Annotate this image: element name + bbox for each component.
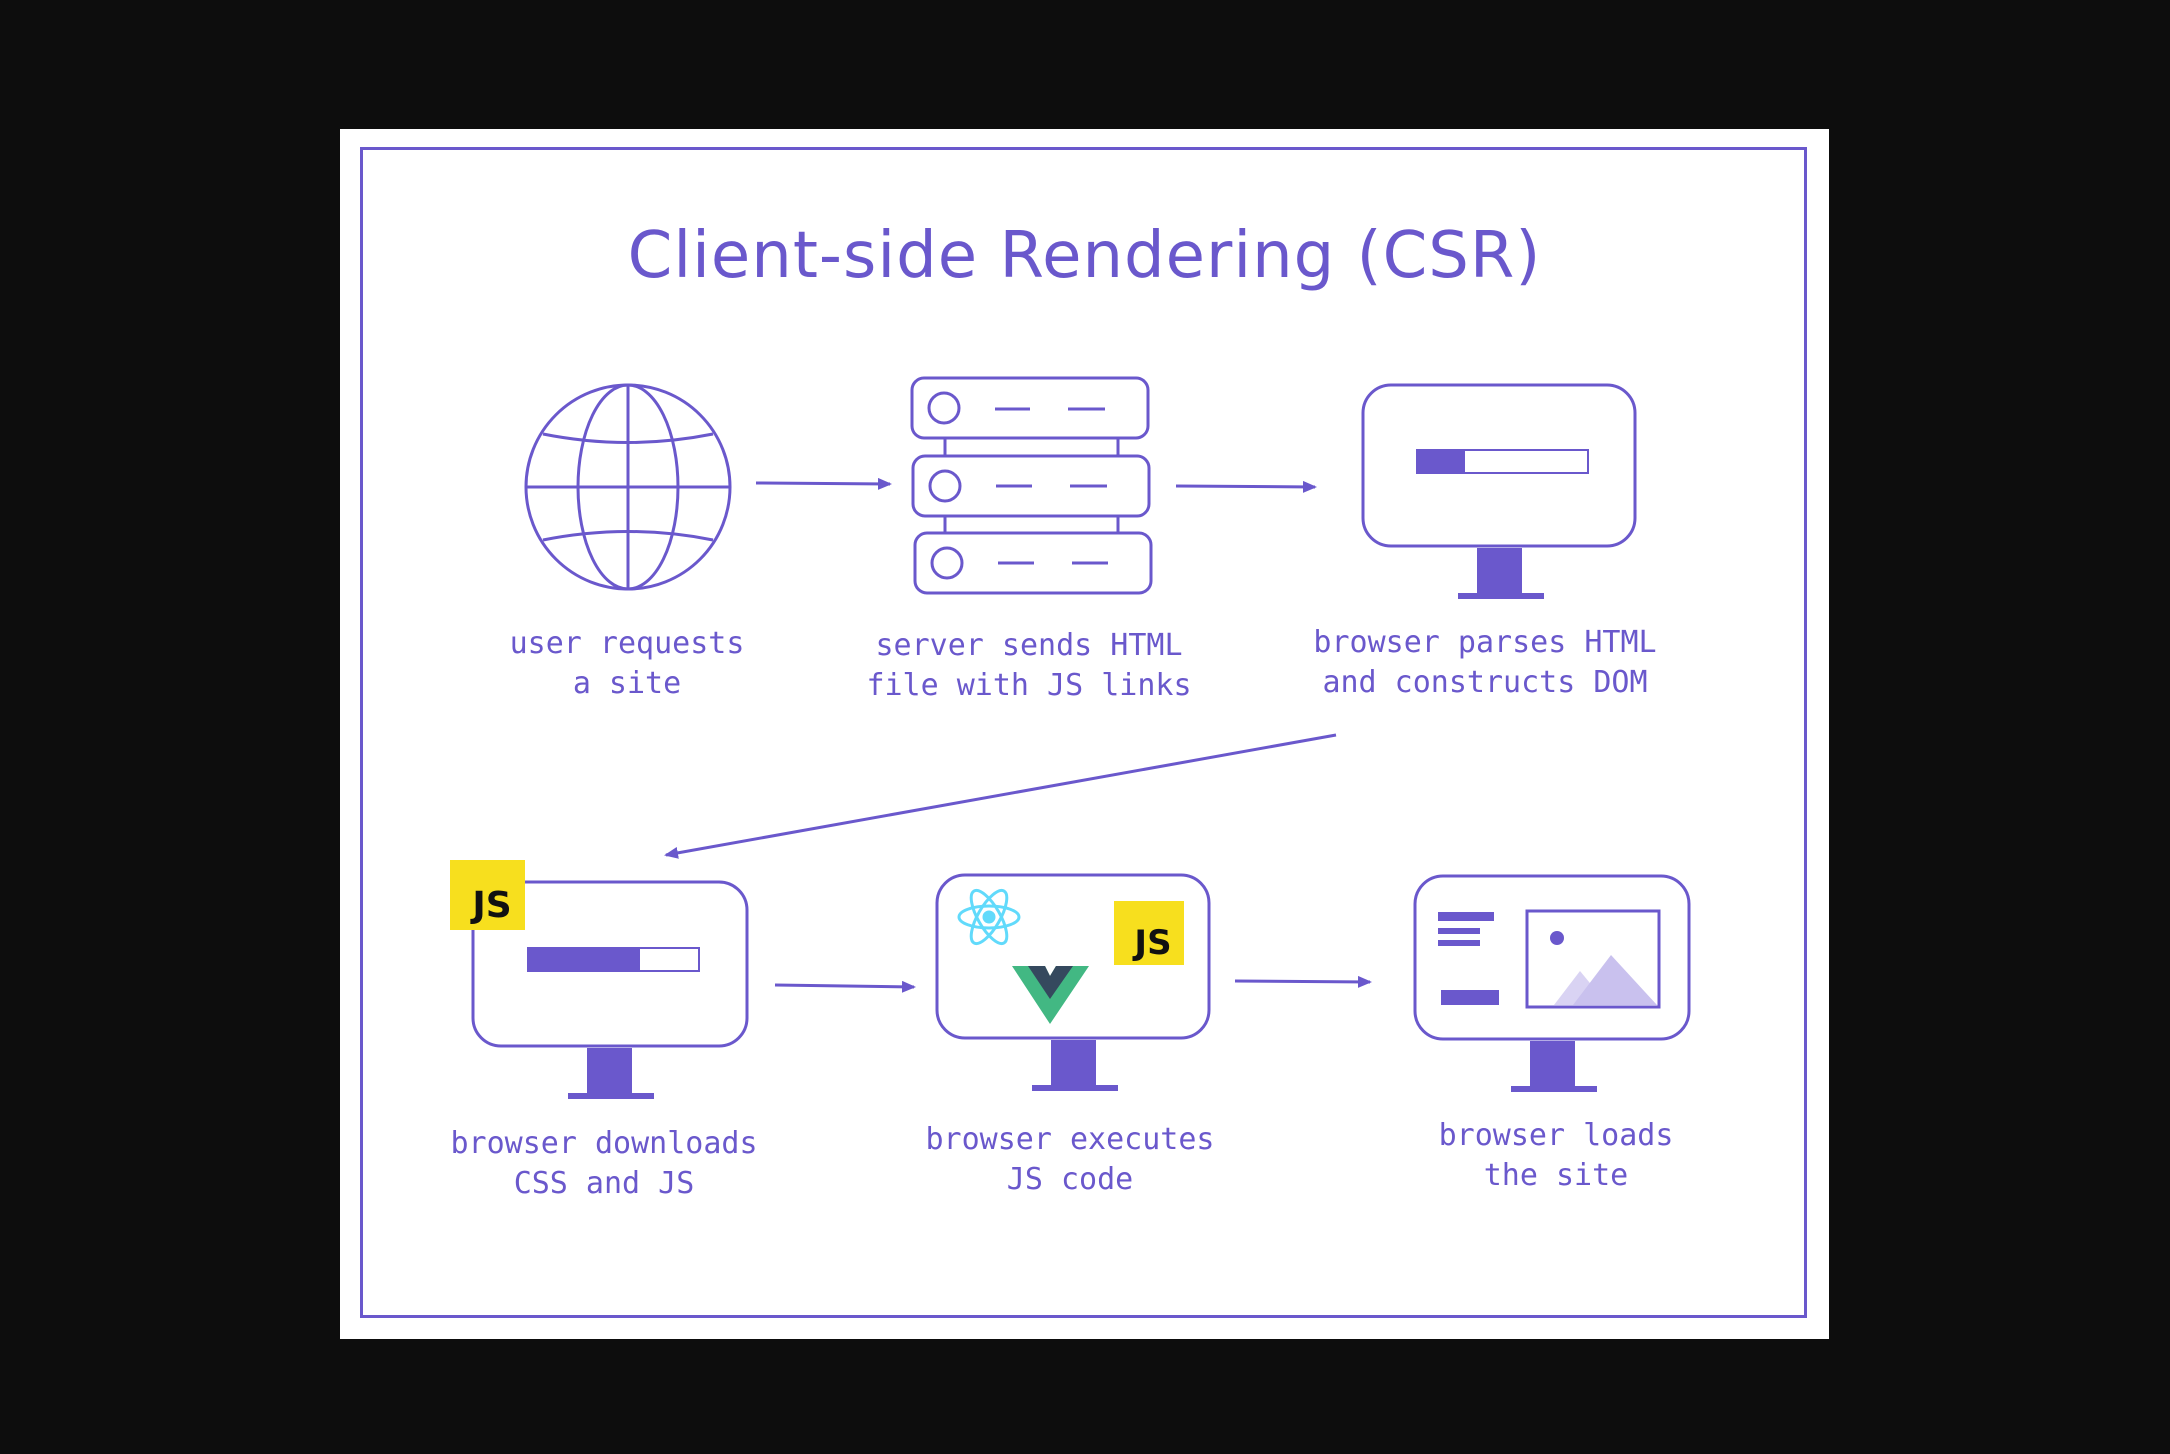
step-label-browser-parses: browser parses HTML and constructs DOM bbox=[1313, 625, 1657, 700]
step-label-browser-downloads: browser downloads CSS and JS bbox=[450, 1126, 758, 1201]
arrow-1 bbox=[755, 477, 892, 490]
arrow-3 bbox=[664, 733, 1337, 859]
monitor-icon bbox=[1413, 874, 1691, 1092]
step-label-browser-loads: browser loads the site bbox=[1438, 1118, 1674, 1193]
js-badge-label: JS bbox=[469, 885, 511, 926]
diagram-frame bbox=[360, 147, 1807, 1318]
server-icon bbox=[910, 376, 1153, 595]
step-label-browser-executes: browser executes JS code bbox=[925, 1122, 1215, 1197]
step-label-user-requests: user requests a site bbox=[509, 626, 745, 701]
diagram-title: Client-side Rendering (CSR) bbox=[627, 219, 1542, 293]
js-icon: JS bbox=[1114, 901, 1184, 965]
js-badge-label: JS bbox=[1132, 923, 1171, 963]
monitor-icon bbox=[471, 880, 749, 1099]
step-label-server-sends: server sends HTML file with JS links bbox=[866, 628, 1192, 703]
js-icon: JS bbox=[450, 860, 525, 930]
monitor-icon bbox=[1361, 383, 1637, 599]
arrow-5 bbox=[1234, 975, 1372, 988]
arrow-2 bbox=[1175, 480, 1317, 493]
image-icon bbox=[1525, 909, 1661, 1009]
diagram-artwork: JS JS bbox=[450, 376, 1691, 1099]
arrow-4 bbox=[774, 980, 916, 993]
globe-icon bbox=[524, 383, 732, 591]
diagram-card: Client-side Rendering (CSR) bbox=[340, 129, 1829, 1339]
vue-icon bbox=[1012, 966, 1089, 1024]
react-icon bbox=[957, 888, 1021, 946]
monitor-icon bbox=[935, 873, 1211, 1091]
